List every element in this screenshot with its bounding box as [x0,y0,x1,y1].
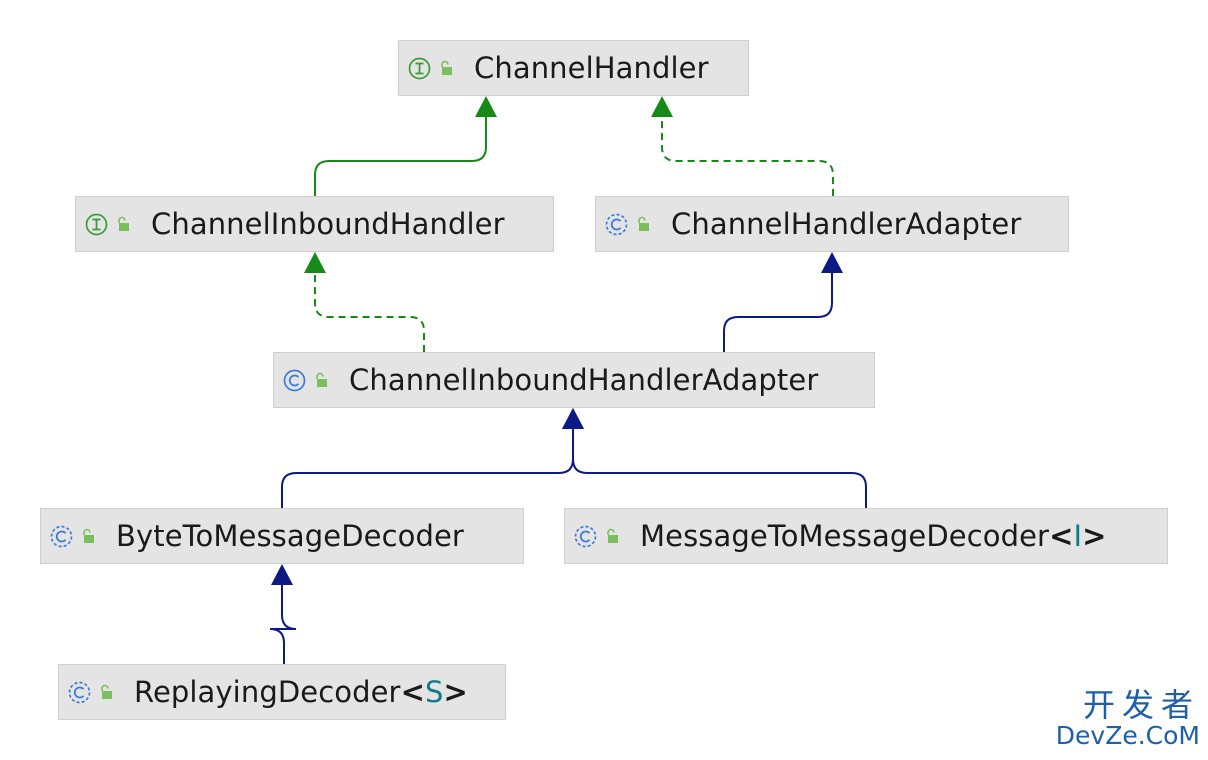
node-channel-handler-adapter[interactable]: ChannelHandlerAdapter [595,196,1069,252]
node-name: ByteToMessageDecoder [116,519,464,553]
interface-icon [85,213,108,236]
type-param: I [1073,519,1083,553]
lock-open-icon [99,684,113,700]
arrowhead-icon [271,564,293,585]
lock-open-icon [636,216,650,232]
arrowhead-icon [651,96,673,117]
arrowhead-icon [562,408,584,429]
lock-open-icon [605,528,619,544]
abstract-class-icon [574,525,597,548]
abstract-class-icon [68,681,91,704]
edge-extends [281,429,574,508]
edge-extends-interface [314,117,487,196]
abstract-class-icon [50,525,73,548]
class-name: ReplayingDecoder [134,675,401,709]
node-name: MessageToMessageDecoder<I> [640,519,1107,553]
arrowhead-icon [304,252,326,273]
watermark-cn: 开发者 [1082,686,1200,724]
node-name: ChannelInboundHandler [151,207,505,241]
edge-extends [269,585,297,664]
node-channel-inbound-handler[interactable]: ChannelInboundHandler [75,196,554,252]
node-name: ChannelHandlerAdapter [671,207,1022,241]
node-name: ReplayingDecoder<S> [134,675,468,709]
node-name: ChannelInboundHandlerAdapter [349,363,819,397]
type-param: S [424,675,444,709]
node-channel-inbound-handler-adapter[interactable]: ChannelInboundHandlerAdapter [273,352,875,408]
class-icon [283,369,306,392]
node-channel-handler[interactable]: ChannelHandler [398,40,749,96]
edge-extends [572,429,867,508]
arrowhead-icon [475,96,497,117]
node-replaying-decoder[interactable]: ReplayingDecoder<S> [58,664,506,720]
node-byte-to-message-decoder[interactable]: ByteToMessageDecoder [40,508,524,564]
lock-open-icon [116,216,130,232]
edge-implements [314,273,425,352]
class-name: MessageToMessageDecoder [640,519,1050,553]
lock-open-icon [439,60,453,76]
arrowhead-icon [821,252,843,273]
lock-open-icon [314,372,328,388]
node-name: ChannelHandler [474,51,709,85]
watermark-en: DevZe.CoM [1055,721,1200,750]
watermark: 开发者 DevZe.CoM [1048,688,1200,750]
interface-icon [408,57,431,80]
lock-open-icon [81,528,95,544]
node-message-to-message-decoder[interactable]: MessageToMessageDecoder<I> [564,508,1168,564]
abstract-class-icon [605,213,628,236]
edge-extends [723,273,833,352]
edge-implements [661,117,834,196]
